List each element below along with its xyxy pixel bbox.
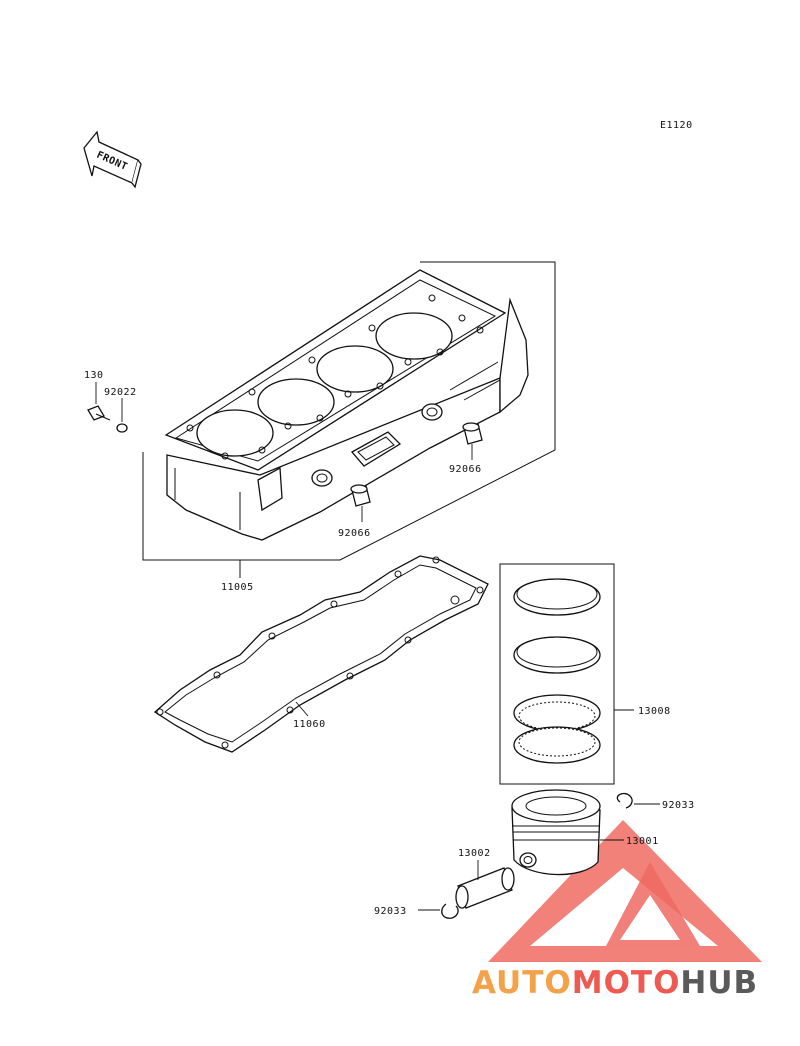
piston	[511, 789, 601, 876]
watermark-part-2: MOTO	[572, 965, 681, 1001]
label-plug-left: 92066	[338, 528, 371, 539]
base-gasket	[153, 555, 489, 753]
watermark-part-3: HUB	[680, 965, 758, 1001]
diagram-code: E1120	[660, 120, 693, 131]
label-circlip-right: 92033	[662, 800, 695, 811]
plug-left	[350, 484, 371, 507]
label-washer: 92022	[104, 387, 137, 398]
plug-right	[462, 422, 483, 445]
label-ring-set: 13008	[638, 706, 671, 717]
label-piston: 13001	[626, 836, 659, 847]
piston-rings	[513, 578, 601, 764]
label-circlip-left: 92033	[374, 906, 407, 917]
label-bolt: 130	[84, 370, 104, 381]
circlip-right	[616, 792, 633, 809]
bolt	[87, 405, 111, 421]
front-arrow-icon: FRONT	[83, 130, 142, 189]
label-piston-pin: 13002	[458, 848, 491, 859]
cylinder-bracket	[142, 261, 556, 578]
circlip-left	[441, 903, 459, 919]
watermark-part-1: AUTO	[472, 965, 572, 1001]
washer	[116, 423, 128, 433]
ring-set-box	[499, 563, 615, 785]
label-cylinder: 11005	[221, 582, 254, 593]
watermark-text: AUTOMOTOHUB	[472, 965, 758, 1001]
piston-pin	[455, 867, 515, 909]
label-plug-right: 92066	[449, 464, 482, 475]
label-gasket: 11060	[293, 719, 326, 730]
watermark-logo	[488, 820, 762, 962]
cylinder-block	[164, 269, 529, 541]
